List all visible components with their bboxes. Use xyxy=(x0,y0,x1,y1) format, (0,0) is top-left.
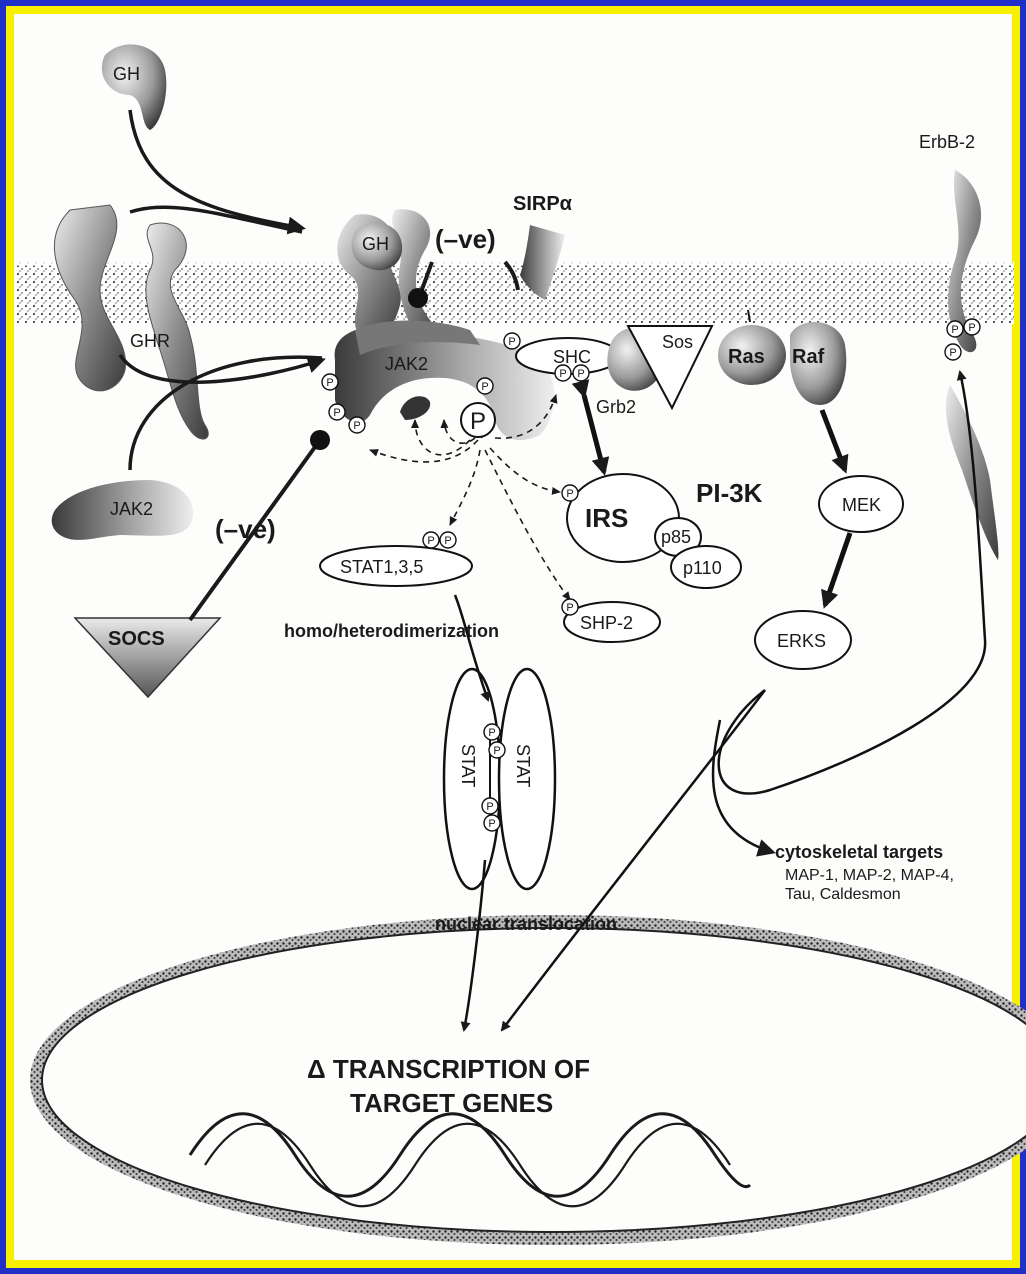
transcription-line1: Δ TRANSCRIPTION OF xyxy=(307,1054,590,1084)
ghr-label: GHR xyxy=(130,331,170,351)
shc-label: SHC xyxy=(553,347,591,367)
stat-dimer-left-label: STAT xyxy=(458,744,478,787)
shp2-label: SHP-2 xyxy=(580,613,633,633)
phosphate-badge-label: P xyxy=(566,602,573,614)
phosphate-badge-label: P xyxy=(353,420,360,432)
irs-label: IRS xyxy=(585,503,628,533)
socs-inhibition xyxy=(190,430,330,620)
socs-label: SOCS xyxy=(108,628,165,650)
stat-monomer-label: STAT1,3,5 xyxy=(340,557,423,577)
jak2-bound-label: JAK2 xyxy=(385,354,428,374)
erbb2-label: ErbB-2 xyxy=(919,132,975,152)
erks-label: ERKS xyxy=(777,631,826,651)
jak2-free-label: JAK2 xyxy=(110,499,153,519)
raf-label: Raf xyxy=(792,346,825,368)
erks: ERKS xyxy=(755,611,851,669)
phosphate-jak2-label: P xyxy=(470,408,486,435)
p110: p110 xyxy=(671,546,741,588)
p110-label: p110 xyxy=(683,558,722,578)
phosphate-badge-label: P xyxy=(559,368,566,380)
p85-label: p85 xyxy=(661,527,691,547)
negative-regulation-top: (–ve) xyxy=(435,224,496,254)
gh-free: GH xyxy=(102,44,167,130)
phosphate-badge-label: P xyxy=(444,535,451,547)
phosphate-badge-label: P xyxy=(488,727,495,739)
raf: Raf xyxy=(790,322,846,405)
phosphate-badge-label: P xyxy=(508,336,515,348)
phosphate-badge-label: P xyxy=(493,745,500,757)
ras-label: Ras xyxy=(728,346,765,368)
phosphate-badge-label: P xyxy=(488,818,495,830)
phosphate-badge-label: P xyxy=(326,377,333,389)
phosphate-badge-label: P xyxy=(949,347,956,359)
jak2-free: JAK2 xyxy=(52,480,193,540)
transcription-line2: TARGET GENES xyxy=(350,1088,553,1118)
gh-bound-label: GH xyxy=(362,234,389,254)
grb2-label: Grb2 xyxy=(596,397,636,417)
sirp-alpha-label: SIRPα xyxy=(513,193,573,215)
phosphate-badge-label: P xyxy=(968,322,975,334)
phosphate-badge-label: P xyxy=(486,801,493,813)
phosphate-badge-label: P xyxy=(951,324,958,336)
ras: Ras xyxy=(718,325,786,385)
phosphate-badge-label: P xyxy=(427,535,434,547)
pi3k-label: PI-3K xyxy=(696,478,763,508)
phosphate-badge-label: P xyxy=(481,381,488,393)
stat-dimer: STAT STAT xyxy=(444,669,555,889)
stat-monomer: STAT1,3,5 xyxy=(320,546,472,586)
stat-dimer-right-label: STAT xyxy=(513,744,533,787)
sos-label: Sos xyxy=(662,332,693,352)
phosphate-badge-label: P xyxy=(577,368,584,380)
cytoskeletal-line1: MAP-1, MAP-2, MAP-4, xyxy=(785,867,954,884)
cytoskeletal-title: cytoskeletal targets xyxy=(775,842,943,862)
mek: MEK xyxy=(819,476,903,532)
negative-regulation-bottom: (–ve) xyxy=(215,514,276,544)
phosphate-jak2: P xyxy=(461,403,495,437)
socs: SOCS xyxy=(75,618,220,697)
jak2-kinase-domain xyxy=(400,396,430,420)
cytoskeletal-line2: Tau, Caldesmon xyxy=(785,886,901,903)
gh-free-label: GH xyxy=(113,64,140,84)
mek-label: MEK xyxy=(842,495,881,515)
phosphate-badge-label: P xyxy=(566,488,573,500)
nuclear-translocation-label: nuclear translocation xyxy=(435,914,617,934)
phosphate-badge-label: P xyxy=(333,407,340,419)
